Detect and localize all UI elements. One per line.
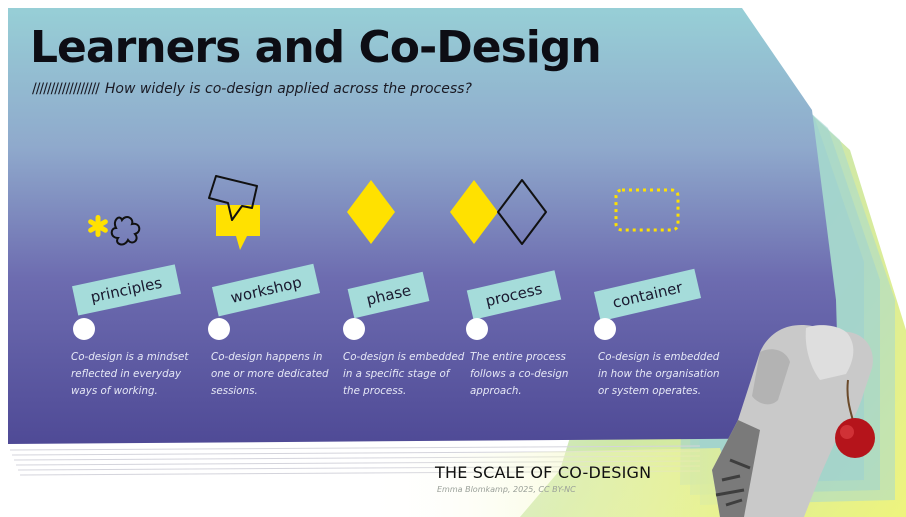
asterisk-flower-icon [88,215,141,246]
hand-holding-cherry-image [712,325,875,517]
scale-dot [343,318,365,340]
scale-dot [594,318,616,340]
description-principles: Co-design is a mindset reflected in ever… [71,351,189,397]
subtitle-question: How widely is co-design applied across t… [104,81,472,97]
floor-glow [360,448,740,517]
description-workshop: Co-design happens in one or more dedicat… [211,351,329,397]
subtitle: //////////////////How widely is co-desig… [32,81,472,97]
scale-dot [73,318,95,340]
scale-dot [466,318,488,340]
page-title: Learners and Co-Design [30,22,602,73]
description-process: The entire process follows a co-design a… [470,351,569,397]
speech-bubble-icon [208,175,260,250]
double-diamond-icon [450,179,547,245]
footer-credit: Emma Blomkamp, 2025, CC BY-NC [437,485,576,494]
description-container: Co-design is embedded in how the organis… [598,351,720,397]
decorative-slashes: ////////////////// [32,81,100,97]
footer-title: THE SCALE OF CO-DESIGN [435,463,652,482]
scale-dot [208,318,230,340]
description-phase: Co-design is embedded in a specific stag… [343,351,465,397]
dotted-rectangle-icon [614,188,680,232]
diamond-icon [347,180,395,244]
